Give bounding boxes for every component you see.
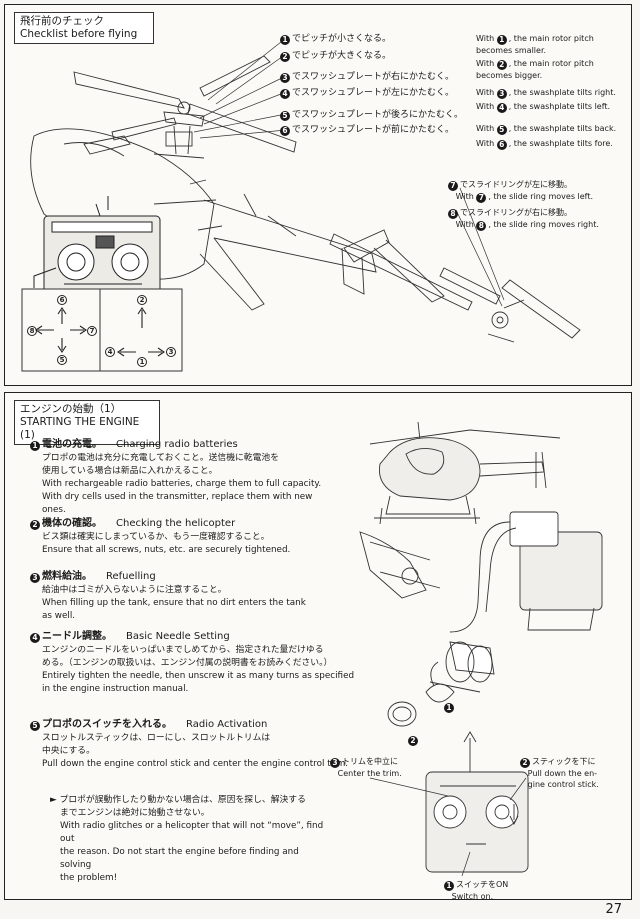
step-title-en: Checking the helicopter	[116, 518, 236, 529]
arrow-bullet-icon: ►	[50, 795, 57, 805]
step-title-jp: 燃料給油。	[42, 571, 92, 582]
step-title-jp: ニードル調整。	[42, 631, 112, 642]
check-item-en: With 3, the swashplate tilts right.	[476, 88, 616, 99]
checklist-illustration	[21, 37, 581, 372]
checklist-title-jp: 飛行前のチェック	[20, 15, 104, 27]
step-title-en: Charging radio batteries	[116, 439, 238, 450]
stick-label: 2	[137, 295, 147, 305]
stick-label: 5	[57, 355, 67, 365]
step-title-en: Basic Needle Setting	[126, 631, 230, 642]
step-number: 3	[30, 573, 40, 583]
stick-label: 7	[87, 326, 97, 336]
step-title-jp: 電池の充電。	[42, 439, 102, 450]
step-number: 1	[30, 441, 40, 451]
engine-title-jp: エンジンの始動（1）	[20, 403, 122, 415]
checklist-header: 飛行前のチェック Checklist before flying	[14, 12, 154, 44]
needle-label: 1	[444, 703, 454, 713]
step-title-en: Refuelling	[106, 571, 156, 582]
stick-label: 1	[137, 357, 147, 367]
check-item-en: With 5, the swashplate tilts back.	[476, 124, 617, 135]
engine-title-en: STARTING THE ENGINE (1)	[20, 416, 140, 441]
check-item-en: With 6, the swashplate tilts fore.	[476, 139, 613, 150]
step-number: 2	[30, 520, 40, 530]
step-number: 4	[30, 633, 40, 643]
step-title-en: Radio Activation	[186, 719, 268, 730]
step-title-jp: 機体の確認。	[42, 518, 102, 529]
checklist-title-en: Checklist before flying	[20, 28, 138, 40]
stick-label: 6	[57, 295, 67, 305]
stick-label: 8	[27, 326, 37, 336]
step-number: 5	[30, 721, 40, 731]
engine-header: エンジンの始動（1） STARTING THE ENGINE (1)	[14, 400, 160, 445]
needle-label: 2	[408, 736, 418, 746]
step-title-jp: プロポのスイッチを入れる。	[42, 719, 172, 730]
warning-note: ► プロポが誤動作したり動かない場合は、原因を探し、解決する までエンジンは絶対…	[50, 795, 324, 883]
stick-label: 3	[166, 347, 176, 357]
stick-label: 4	[105, 347, 115, 357]
engine-illustration	[359, 421, 603, 877]
page-number: 27	[605, 902, 622, 917]
check-item-en: With 4, the swashplate tilts left.	[476, 102, 611, 113]
